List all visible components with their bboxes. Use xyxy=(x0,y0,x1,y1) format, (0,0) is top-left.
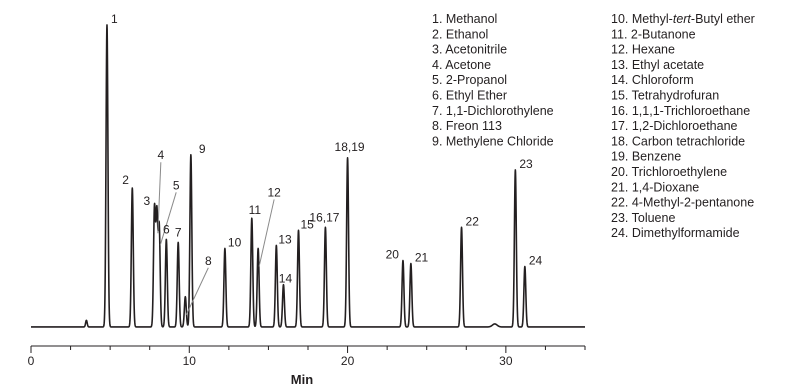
legend-item: 18. Carbon tetrachloride xyxy=(611,134,745,148)
chromatogram-trace xyxy=(30,24,586,328)
peak-leader-line xyxy=(185,267,209,315)
peak-label: 11 xyxy=(249,203,262,217)
peak-label: 16,17 xyxy=(309,210,339,224)
legend-item: 5. 2-Propanol xyxy=(432,73,507,87)
peak-label: 21 xyxy=(415,251,429,265)
peak-label: 18,19 xyxy=(335,140,365,154)
peak-leader-line xyxy=(157,162,162,234)
legend-item: 10. Methyl-tert-Butyl ether xyxy=(611,12,755,26)
legend-item: 23. Toluene xyxy=(611,211,675,225)
peak-label: 1 xyxy=(111,12,118,26)
peak-leader-line xyxy=(258,199,275,267)
peak-label: 3 xyxy=(143,194,150,208)
legend-item: 2. Ethanol xyxy=(432,27,488,41)
legend-item: 21. 1,4-Dioxane xyxy=(611,180,699,194)
legend-item: 4. Acetone xyxy=(432,58,491,72)
legend-item: 19. Benzene xyxy=(611,150,681,164)
peak-label: 13 xyxy=(278,232,292,246)
legend-item: 24. Dimethylformamide xyxy=(611,226,740,240)
peak-label: 15 xyxy=(301,217,315,231)
peak-label: 23 xyxy=(519,157,533,171)
peak-label: 4 xyxy=(157,148,164,162)
legend-item: 15. Tetrahydrofuran xyxy=(611,89,719,103)
legend-item: 17. 1,2-Dichloroethane xyxy=(611,119,738,133)
peak-label: 10 xyxy=(228,235,242,249)
x-tick-label: 20 xyxy=(341,354,355,368)
legend-item: 13. Ethyl acetate xyxy=(611,58,704,72)
legend-item: 20. Trichloroethylene xyxy=(611,165,727,179)
legend-item: 12. Hexane xyxy=(611,43,675,57)
peak-label: 7 xyxy=(175,225,182,239)
legend-item: 9. Methylene Chloride xyxy=(432,134,554,148)
peak-label: 2 xyxy=(122,173,129,187)
peak-label: 6 xyxy=(163,222,170,236)
legend-item: 1. Methanol xyxy=(432,12,497,26)
peak-label: 12 xyxy=(267,185,281,199)
x-tick-label: 10 xyxy=(183,354,197,368)
legend-item: 16. 1,1,1-Trichloroethane xyxy=(611,104,750,118)
peak-leader-line xyxy=(159,192,177,246)
legend-item: 22. 4-Methyl-2-pentanone xyxy=(611,196,754,210)
peak-label: 14 xyxy=(279,272,293,286)
legend-item: 14. Chloroform xyxy=(611,73,694,87)
legend-item: 11. 2-Butanone xyxy=(611,27,696,41)
peak-label: 8 xyxy=(205,254,212,268)
peak-label: 5 xyxy=(173,178,180,192)
legend-item: 8. Freon 113 xyxy=(432,119,502,133)
x-axis-label: Min xyxy=(291,372,313,387)
x-tick-label: 30 xyxy=(499,354,513,368)
x-axis: 0 10 20 30 xyxy=(28,345,586,368)
peak-label: 9 xyxy=(199,142,206,156)
trace-group xyxy=(30,24,586,328)
legend-item: 6. Ethyl Ether xyxy=(432,89,507,103)
peak-label: 22 xyxy=(466,214,480,228)
legend-item: 3. Acetonitrile xyxy=(432,43,507,57)
x-tick-label: 0 xyxy=(28,354,35,368)
peak-label: 20 xyxy=(386,248,400,262)
legend-item: 7. 1,1-Dichlorothylene xyxy=(432,104,554,118)
peak-label: 24 xyxy=(529,254,543,268)
